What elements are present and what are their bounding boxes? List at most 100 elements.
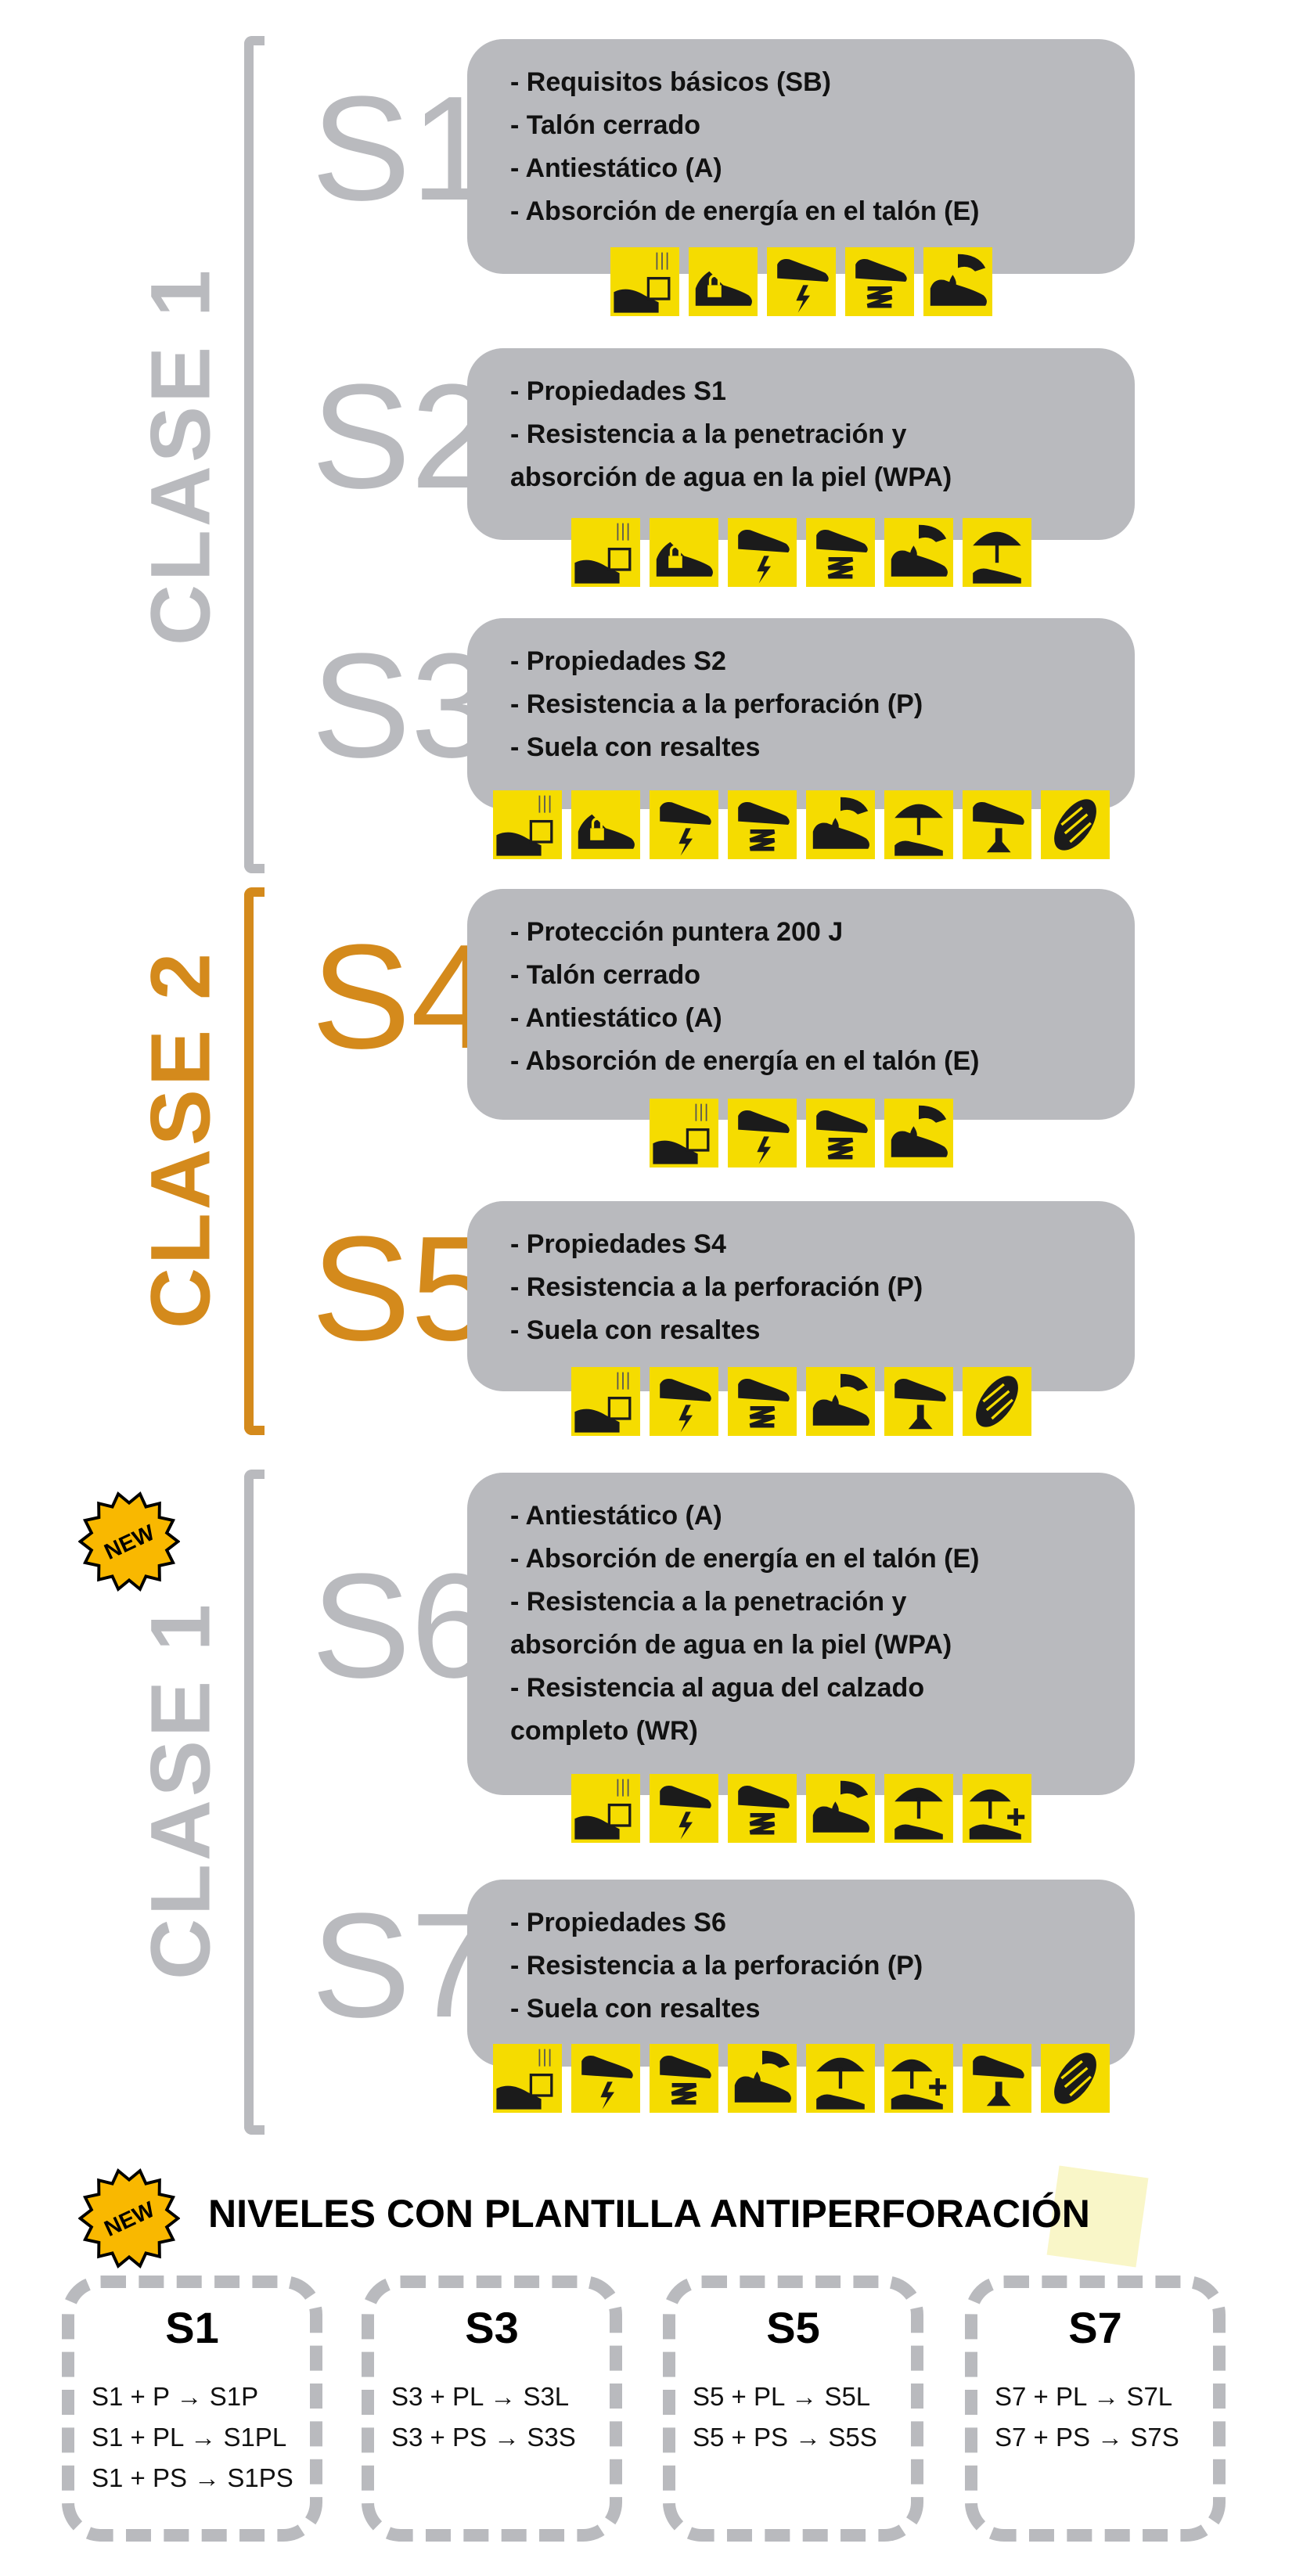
umbrella-plus-icon — [884, 2044, 953, 2113]
impact-icon — [493, 2044, 562, 2113]
level-description-box: - Propiedades S6 - Resistencia a la perfo… — [467, 1880, 1135, 2067]
requirement-line: - Resistencia a la penetración y — [510, 1587, 907, 1617]
icon-row — [571, 1367, 1031, 1436]
card-line: S1 + P → S1P — [92, 2382, 259, 2411]
water-penetration-icon — [728, 2044, 797, 2113]
clase-2-bracket — [244, 887, 265, 1435]
impact-icon — [610, 247, 679, 316]
requirement-line: - Resistencia al agua del calzado — [510, 1673, 925, 1703]
requirement-line: - Antiestático (A) — [510, 1501, 722, 1531]
antistatic-icon — [650, 1367, 718, 1436]
level-description-box: - Propiedades S4 - Resistencia a la perfo… — [467, 1201, 1135, 1391]
antistatic-icon — [728, 518, 797, 587]
water-penetration-icon — [923, 247, 992, 316]
icon-row — [493, 790, 1110, 859]
water-penetration-icon — [806, 1774, 875, 1843]
antistatic-icon — [650, 1774, 718, 1843]
requirement-line: - Requisitos básicos (SB) — [510, 67, 831, 97]
level-description-box: - Requisitos básicos (SB)- Talón cerrado… — [467, 39, 1135, 274]
antistatic-icon — [650, 790, 718, 859]
clase-1-bracket — [244, 36, 265, 873]
impact-icon — [650, 1099, 718, 1167]
closed-heel-icon — [689, 247, 758, 316]
umbrella-icon — [963, 518, 1031, 587]
umbrella-icon — [884, 1774, 953, 1843]
impact-icon — [571, 1367, 640, 1436]
new-badge: NEW — [78, 1491, 180, 1592]
requirement-line: - Resistencia a la perforación (P) — [510, 689, 923, 719]
water-penetration-icon — [884, 518, 953, 587]
level-code-s2: S2 — [311, 353, 494, 520]
energy-absorption-icon — [650, 2044, 718, 2113]
card-line: S5 + PS → S5S — [693, 2423, 877, 2452]
card-line: S7 + PS → S7S — [995, 2423, 1179, 2452]
impact-icon — [571, 1774, 640, 1843]
water-penetration-icon — [806, 1367, 875, 1436]
clase-1b-bracket — [244, 1470, 265, 2135]
level-description-box: - Propiedades S1 - Resistencia a la penet… — [467, 348, 1135, 540]
level-code-s4: S4 — [311, 913, 494, 1080]
umbrella-icon — [806, 2044, 875, 2113]
requirement-line: - Absorción de energía en el talón (E) — [510, 196, 980, 226]
umbrella-plus-icon — [963, 1774, 1031, 1843]
level-code-s7: S7 — [311, 1882, 494, 2049]
requirement-line: - Propiedades S2 — [510, 646, 726, 676]
icon-row — [493, 2044, 1110, 2113]
requirement-line: - Resistencia a la penetración y — [510, 419, 907, 449]
impact-icon — [493, 790, 562, 859]
umbrella-icon — [884, 790, 953, 859]
requirement-line: - Suela con resaltes — [510, 732, 761, 762]
requirement-line: - Propiedades S6 — [510, 1908, 726, 1937]
cleated-sole-icon — [963, 1367, 1031, 1436]
level-description-box: - Protección puntera 200 J - Talón cerrad… — [467, 889, 1135, 1120]
requirement-line: - Antiestático (A) — [510, 1003, 722, 1033]
puncture-icon — [884, 1367, 953, 1436]
requirement-line: - Talón cerrado — [510, 960, 701, 990]
requirement-line: - Suela con resaltes — [510, 1315, 761, 1345]
card-title: S1 — [165, 2303, 219, 2352]
group-label-clase-2: CLASE 2 — [132, 949, 228, 1329]
impact-icon — [571, 518, 640, 587]
requirement-line: - Resistencia a la perforación (P) — [510, 1951, 923, 1981]
requirement-line: - Antiestático (A) — [510, 153, 722, 183]
water-penetration-icon — [806, 790, 875, 859]
insole-card-s3: S3 S3 + PL → S3L S3 + PS → S3S — [362, 2276, 622, 2542]
card-title: S5 — [766, 2303, 820, 2352]
water-penetration-icon — [884, 1099, 953, 1167]
group-label-clase-1b: CLASE 1 — [132, 1600, 228, 1981]
card-line: S3 + PS → S3S — [391, 2423, 576, 2452]
level-description-box: - Propiedades S2 - Resistencia a la perfo… — [467, 618, 1135, 809]
closed-heel-icon — [650, 518, 718, 587]
requirement-line: - Propiedades S1 — [510, 376, 726, 406]
level-code-s3: S3 — [311, 623, 494, 789]
new-badge-insole: NEW — [78, 2168, 180, 2268]
puncture-icon — [963, 2044, 1031, 2113]
requirement-line: absorción de agua en la piel (WPA) — [510, 1630, 952, 1660]
energy-absorption-icon — [728, 790, 797, 859]
antistatic-icon — [571, 2044, 640, 2113]
energy-absorption-icon — [806, 518, 875, 587]
level-code-s1: S1 — [311, 66, 494, 232]
icon-row — [610, 247, 992, 316]
icon-row — [571, 518, 1031, 587]
card-title: S3 — [465, 2303, 519, 2352]
level-code-s6: S6 — [311, 1543, 494, 1709]
group-label-clase-1: CLASE 1 — [132, 266, 228, 646]
requirement-line: - Protección puntera 200 J — [510, 917, 844, 947]
requirement-line: - Resistencia a la perforación (P) — [510, 1272, 923, 1302]
antistatic-icon — [767, 247, 836, 316]
requirement-line: absorción de agua en la piel (WPA) — [510, 462, 952, 492]
requirement-line: - Absorción de energía en el talón (E) — [510, 1046, 980, 1076]
card-line: S7 + PL → S7L — [995, 2382, 1173, 2411]
energy-absorption-icon — [728, 1774, 797, 1843]
card-title: S7 — [1068, 2303, 1122, 2352]
requirement-line: - Propiedades S4 — [510, 1229, 726, 1259]
level-code-s5: S5 — [311, 1205, 494, 1372]
card-line: S3 + PL → S3L — [391, 2382, 570, 2411]
cleated-sole-icon — [1041, 2044, 1110, 2113]
cleated-sole-icon — [1041, 790, 1110, 859]
card-line: S1 + PL → S1PL — [92, 2423, 287, 2452]
icon-row — [571, 1774, 1031, 1843]
